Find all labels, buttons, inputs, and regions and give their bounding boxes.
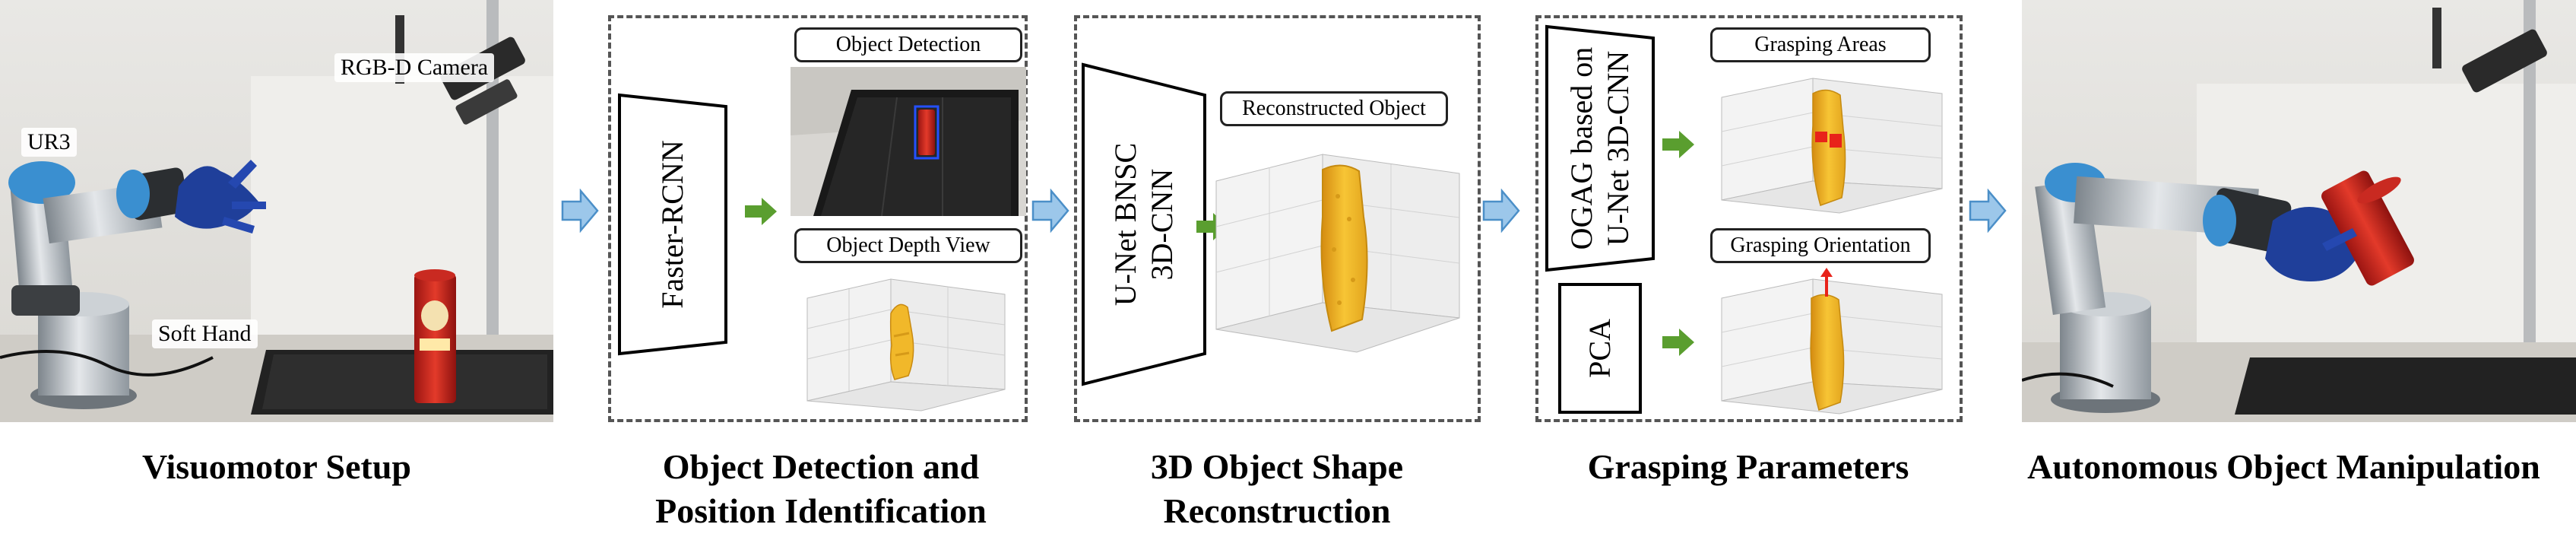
detection-image [791,67,1026,216]
label-camera: RGB-D Camera [334,53,495,82]
flow-arrow-4 [1969,189,2007,233]
reconstructed-object-plot [1215,154,1460,353]
detection-title: Object Detection and Position Identifica… [593,445,1049,533]
panel-label-reconstructed: Reconstructed Object [1220,91,1448,126]
unet-bnsc-label-line1: U-Net BNSC [1108,142,1142,307]
faster-rcnn-block [618,93,727,356]
detection-box [608,15,1028,422]
reconstruction-title-line2: Reconstruction [1163,491,1391,530]
label-hand: Soft Hand [152,319,258,348]
setup-title: Visuomotor Setup [142,447,411,486]
manipulation-photo [2022,0,2576,422]
robot-manipulation-illustration [2022,0,2576,422]
setup-photo: RGB-D Camera UR3 Soft Hand [0,0,553,422]
pca-label: PCA [1583,319,1617,378]
grasping-title: Grasping Parameters [1587,447,1909,486]
grasping-box [1535,15,1963,422]
reconstruction-title: 3D Object Shape Reconstruction [1064,445,1490,533]
reconstruction-box [1074,15,1481,422]
panel-label-grasping-orientation: Grasping Orientation [1710,228,1931,263]
unet-bnsc-block [1082,62,1206,386]
unet-bnsc-label: U-Net BNSC 3D-CNN [1107,143,1180,306]
ogag-label-line2: U-Net 3D-CNN [1601,50,1635,246]
reconstruction-title-line1: 3D Object Shape [1150,447,1404,486]
depth-view-plot [806,278,1006,411]
grasping-orientation-plot [1721,268,1943,415]
green-arrow-detection [745,198,777,225]
pca-block [1558,283,1642,414]
manipulation-title: Autonomous Object Manipulation [2027,447,2540,486]
faster-rcnn-label: Faster-RCNN [655,140,689,309]
flow-arrow-3 [1482,189,1520,233]
flow-arrow-1 [561,189,599,233]
ogag-block [1545,24,1655,272]
unet-bnsc-label-line2: 3D-CNN [1145,168,1179,281]
ogag-label: OGAG based on U-Net 3D-CNN [1564,47,1637,250]
panel-label-grasping-areas: Grasping Areas [1710,27,1931,62]
green-arrow-ogag [1662,131,1694,158]
panel-label-object-detection: Object Detection [794,27,1022,62]
green-arrow-pca [1662,329,1694,356]
ogag-label-line1: OGAG based on [1564,46,1599,250]
grasping-areas-plot [1721,78,1943,214]
detection-title-line2: Position Identification [655,491,987,530]
panel-label-depth-view: Object Depth View [794,228,1022,263]
flow-arrow-2 [1031,189,1069,233]
detection-title-line1: Object Detection and [662,447,980,486]
label-arm: UR3 [21,128,77,157]
